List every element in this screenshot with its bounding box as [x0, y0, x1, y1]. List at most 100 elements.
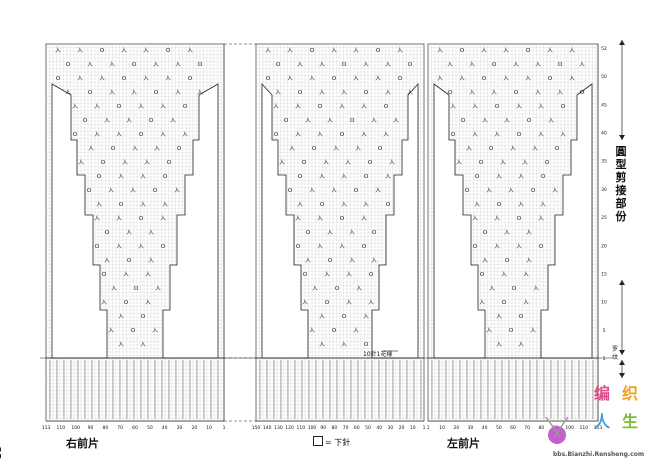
decrease-mark: 入: [353, 48, 359, 54]
decrease-mark: 入: [552, 188, 558, 194]
decrease-mark: 入: [494, 244, 500, 250]
yarn-over-mark: O: [303, 272, 308, 278]
mask-right: [162, 83, 219, 359]
row-number: 50: [601, 74, 607, 80]
column-number: 90: [88, 425, 94, 431]
yarn-over-mark: O: [332, 76, 337, 82]
yarn-over-mark: O: [362, 244, 367, 250]
decrease-mark: 入: [87, 62, 93, 68]
row-number: 5: [603, 328, 606, 334]
decrease-mark: 入: [160, 104, 166, 110]
arrow-head: [619, 360, 625, 365]
yarn-over-mark: O: [105, 230, 110, 236]
decrease-mark: 入: [96, 202, 102, 208]
decrease-mark: 入: [538, 132, 544, 138]
decrease-mark: 入: [154, 146, 160, 152]
yarn-over-mark: O: [408, 62, 413, 68]
decrease-mark: 入: [472, 104, 478, 110]
decrease-mark: 入: [532, 146, 538, 152]
decrease-mark: 入: [341, 174, 347, 180]
decrease-mark: 入: [116, 132, 122, 138]
yarn-over-mark: O: [512, 286, 517, 292]
decrease-mark: 入: [302, 300, 308, 306]
yarn-over-mark: O: [166, 48, 171, 54]
decrease-mark: 入: [474, 202, 480, 208]
decrease-mark: 入: [479, 300, 485, 306]
yarn-over-mark: O: [548, 76, 553, 82]
yarn-over-mark: O: [386, 202, 391, 208]
decrease-mark: 入: [375, 188, 381, 194]
decrease-mark: 入: [160, 132, 166, 138]
column-number: 10: [206, 425, 212, 431]
decrease-mark: 入: [339, 244, 345, 250]
yarn-over-mark: O: [154, 90, 159, 96]
decrease-mark: 入: [130, 188, 136, 194]
yarn-over-mark: O: [378, 146, 383, 152]
decrease-mark: 入: [341, 342, 347, 348]
column-number: 80: [332, 425, 338, 431]
yarn-over-mark: O: [483, 230, 488, 236]
decrease-mark: 入: [88, 146, 94, 152]
decrease-mark: 入: [289, 146, 295, 152]
column-number: 80: [538, 425, 544, 431]
decrease-mark: 入: [143, 48, 149, 54]
decrease-mark: 入: [317, 216, 323, 222]
yarn-over-mark: O: [88, 90, 93, 96]
yarn-over-mark: O: [149, 118, 154, 124]
mask-left: [51, 83, 108, 359]
decrease-mark: 入: [459, 76, 465, 82]
watermark-char: 织: [622, 384, 639, 403]
decrease-mark: 入: [118, 342, 124, 348]
yarn-over-mark: O: [372, 230, 377, 236]
yarn-over-mark: O: [364, 342, 369, 348]
decrease-mark: 入: [275, 90, 281, 96]
decrease-mark: 入: [363, 62, 369, 68]
decrease-mark: 入: [469, 62, 475, 68]
legend-text: = 下針: [325, 438, 351, 447]
column-number: 40: [376, 425, 382, 431]
decrease-mark: 入: [99, 76, 105, 82]
column-number: 70: [117, 425, 123, 431]
decrease-mark: 入: [346, 300, 352, 306]
decrease-mark: 入: [152, 328, 158, 334]
decrease-mark: 入: [72, 104, 78, 110]
mask-left: [261, 82, 309, 359]
yarn-over-mark: O: [188, 76, 193, 82]
decrease-mark: 入: [140, 342, 146, 348]
decrease-mark: 入: [525, 76, 531, 82]
yarn-over-mark: O: [111, 146, 116, 152]
decrease-mark: 入: [393, 118, 399, 124]
decrease-mark: 入: [501, 272, 507, 278]
decrease-mark: 入: [371, 118, 377, 124]
decrease-mark: 入: [94, 132, 100, 138]
yarn-over-mark: O: [153, 188, 158, 194]
decrease-mark: 入: [104, 118, 110, 124]
decrease-mark: 入: [356, 286, 362, 292]
decrease-mark: 入: [123, 272, 129, 278]
decrease-mark: 入: [518, 342, 524, 348]
decrease-mark: 入: [494, 132, 500, 138]
column-number: 113: [594, 425, 603, 431]
yarn-over-mark: O: [328, 258, 333, 264]
column-number: 70: [524, 425, 530, 431]
yarn-over-mark: O: [342, 62, 347, 68]
decrease-mark: 入: [140, 174, 146, 180]
decrease-mark: 入: [77, 48, 83, 54]
yarn-over-mark: O: [266, 76, 271, 82]
yarn-over-mark: O: [517, 216, 522, 222]
decrease-mark: 入: [305, 118, 311, 124]
mask-right: [371, 82, 419, 359]
column-number: 30: [177, 425, 183, 431]
decrease-mark: 入: [327, 230, 333, 236]
decrease-mark: 入: [77, 76, 83, 82]
yarn-over-mark: O: [66, 62, 71, 68]
row-number: 52: [601, 46, 607, 52]
decrease-mark: 入: [319, 90, 325, 96]
yarn-over-mark: O: [561, 104, 566, 110]
decrease-mark: 入: [496, 314, 502, 320]
yarn-over-mark: O: [448, 90, 453, 96]
yarn-over-mark: O: [398, 76, 403, 82]
column-number: 30: [468, 425, 474, 431]
yarn-over-mark: O: [56, 76, 61, 82]
